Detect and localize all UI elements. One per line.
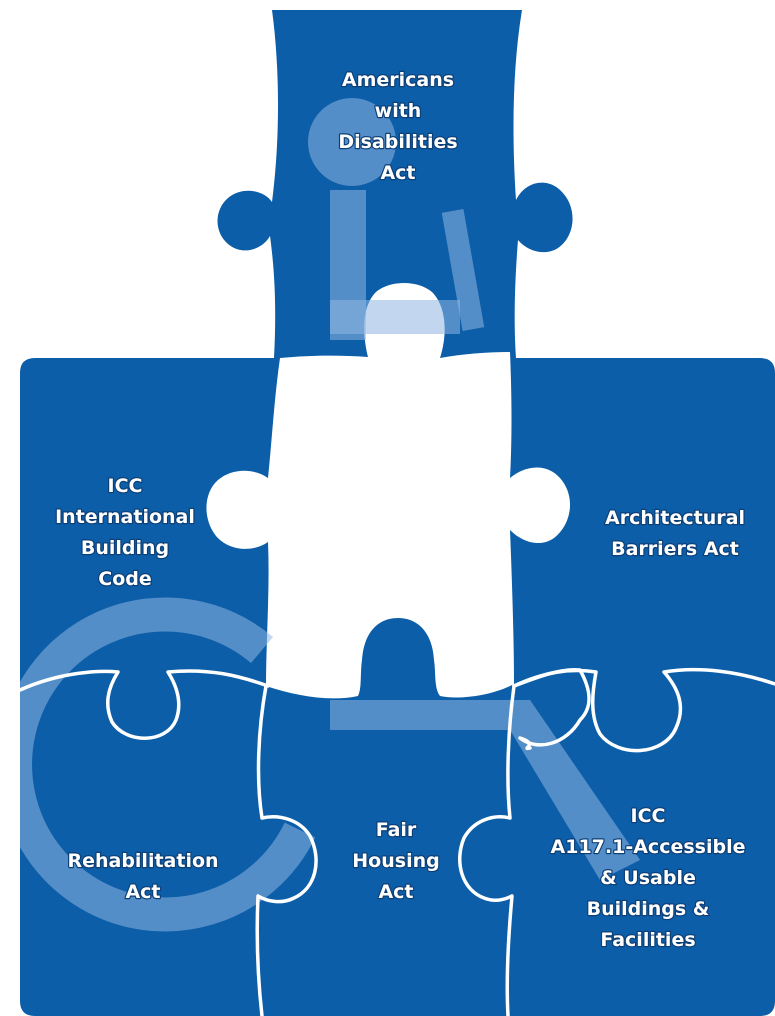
label-line: Americans [342, 69, 454, 91]
wheelchair-accessibility-icon [20, 98, 640, 932]
label-line: Facilities [600, 929, 695, 951]
seam-ibc-rehab [18, 669, 270, 740]
label-line: Disabilities [338, 131, 457, 153]
label-line: Building [81, 537, 169, 559]
puzzle-pieces-background [20, 10, 775, 1016]
seam-rehab-fha [255, 684, 318, 1016]
piece-icc-international-building-code: ICC International Building Code [54, 474, 196, 591]
label-line: ICC [108, 475, 143, 497]
seam-aba-a117-right [512, 667, 775, 753]
label-line: Act [378, 881, 413, 903]
label-line: International [55, 506, 195, 528]
piece-rehabilitation-act: Rehabilitation Act [66, 849, 219, 904]
label-line: Housing [352, 850, 439, 872]
label-line: with [375, 100, 422, 122]
label-line: A117.1-Accessible [551, 836, 746, 858]
label-line: Act [125, 881, 160, 903]
label-line: Rehabilitation [67, 850, 218, 872]
piece-fair-housing-act: Fair Housing Act [351, 818, 441, 904]
label-line: ICC [631, 805, 666, 827]
label-line: Architectural [605, 507, 745, 529]
label-line: Code [98, 568, 151, 590]
piece-icc-a117-accessible-usable-buildings-facilities: ICC A117.1-Accessible & Usable Buildings… [549, 804, 746, 952]
seam-fha-a117 [458, 684, 516, 1016]
label-line: Act [380, 162, 415, 184]
label-line: & Usable [600, 867, 696, 889]
label-line: Fair [376, 819, 417, 841]
piece-americans-with-disabilities-act: Americans with Disabilities Act [337, 68, 459, 185]
piece-architectural-barriers-act: Architectural Barriers Act [604, 506, 746, 561]
label-line: Buildings & [587, 898, 710, 920]
label-line: Barriers Act [611, 538, 739, 560]
